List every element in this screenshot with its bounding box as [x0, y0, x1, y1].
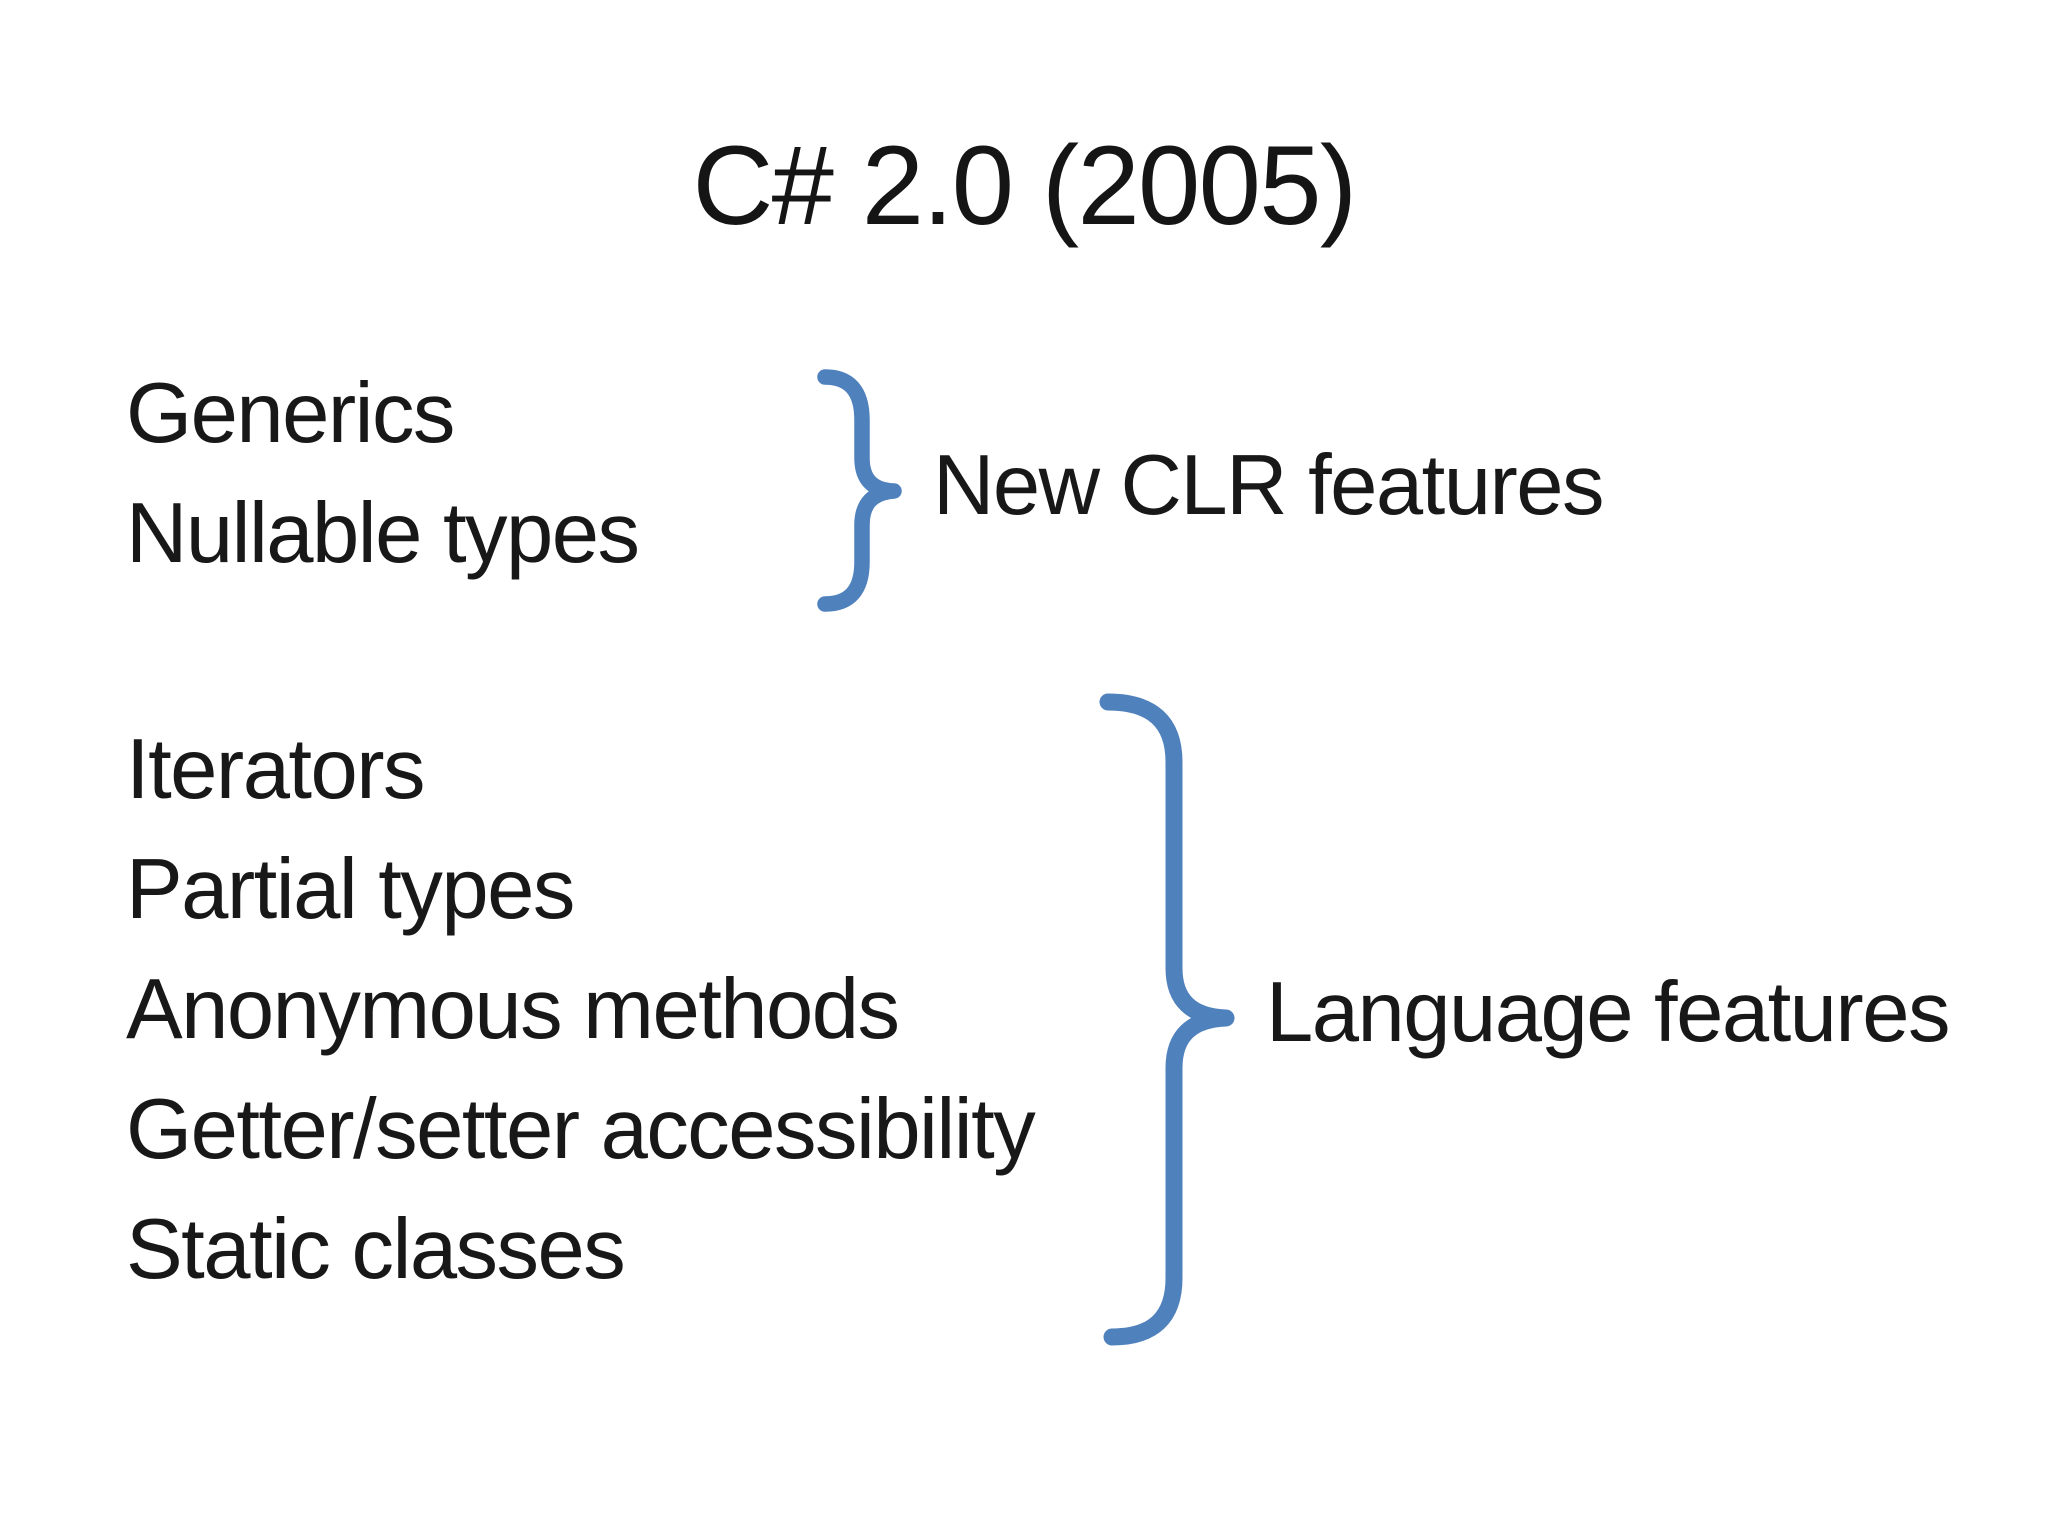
feature-item-iterators: Iterators [126, 722, 426, 817]
feature-item-static-classes: Static classes [126, 1202, 626, 1297]
feature-item-generics: Generics [126, 366, 455, 461]
language-group-label: Language features [1266, 965, 1950, 1060]
curly-brace-icon-language [1099, 693, 1235, 1346]
curly-brace-icon-clr [817, 369, 902, 612]
clr-feature-list: Generics Nullable types [126, 354, 640, 594]
clr-group-label: New CLR features [933, 438, 1604, 533]
feature-item-nullable-types: Nullable types [126, 486, 640, 581]
feature-item-getter-setter-accessibility: Getter/setter accessibility [126, 1082, 1036, 1177]
slide-title: C# 2.0 (2005) [692, 123, 1357, 248]
language-feature-list: Iterators Partial types Anonymous method… [126, 710, 1036, 1310]
feature-item-partial-types: Partial types [126, 842, 575, 937]
feature-item-anonymous-methods: Anonymous methods [126, 962, 900, 1057]
